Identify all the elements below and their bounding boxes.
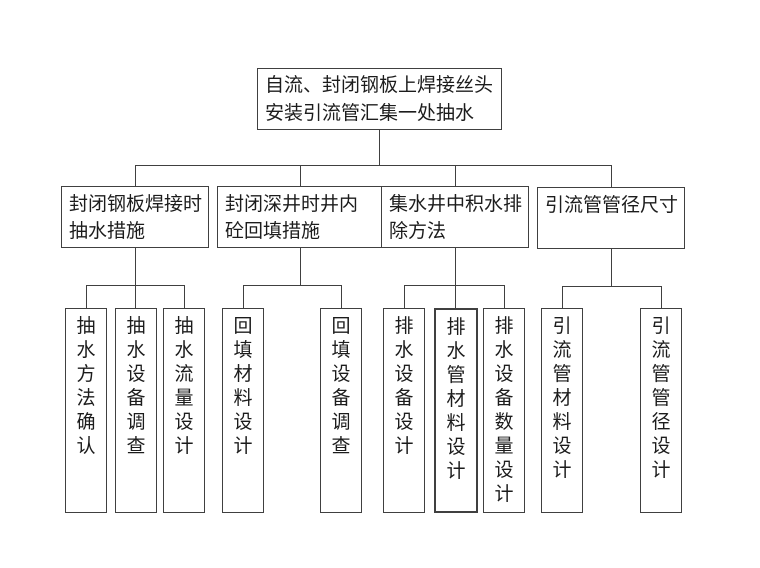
branch-node-line1: 封闭钢板焊接时	[69, 194, 203, 215]
leaf-node-pump-equipment: 抽水设备调查	[115, 308, 157, 513]
leaf-node-label: 引流管管径设计	[651, 316, 671, 481]
branch-node-line1: 引流管管径尺寸	[545, 195, 679, 216]
leaf-node-label: 回填设备调查	[331, 316, 351, 457]
branch-node-line2: 砼回填措施	[225, 221, 321, 242]
leaf-node-drain-equipment: 排水设备设计	[383, 308, 425, 513]
branch-node-drainage-method: 集水井中积水排 除方法	[381, 186, 529, 248]
leaf-node-pump-flow: 抽水流量设计	[163, 308, 205, 513]
leaf-node-backfill-equipment: 回填设备调查	[320, 308, 362, 513]
branch-node-pumping-measures: 封闭钢板焊接时 抽水措施	[61, 186, 209, 248]
leaf-node-diversion-material: 引流管材料设计	[541, 308, 583, 513]
branch-node-pipe-diameter: 引流管管径尺寸	[537, 187, 685, 249]
root-node-line2: 安装引流管汇集一处抽水	[265, 103, 475, 124]
leaf-node-label: 引流管材料设计	[552, 316, 572, 481]
branch-node-line2: 除方法	[389, 221, 447, 242]
branch-node-line2: 抽水措施	[69, 221, 146, 242]
leaf-node-backfill-material: 回填材料设计	[222, 308, 264, 513]
root-node: 自流、封闭钢板上焊接丝头 安装引流管汇集一处抽水	[257, 68, 502, 130]
leaf-node-label: 排水设备数量设计	[494, 316, 514, 505]
leaf-node-label: 排水管材料设计	[446, 317, 466, 482]
leaf-node-label: 排水设备设计	[394, 316, 414, 457]
branch-node-line1: 封闭深井时井内	[225, 194, 359, 215]
leaf-node-label: 抽水流量设计	[174, 316, 194, 457]
leaf-node-label: 抽水方法确认	[76, 316, 96, 457]
leaf-node-pump-method: 抽水方法确认	[65, 308, 107, 513]
leaf-node-drain-equipment-qty: 排水设备数量设计	[483, 308, 525, 513]
branch-node-line1: 集水井中积水排	[389, 194, 523, 215]
leaf-node-label: 抽水设备调查	[126, 316, 146, 457]
leaf-node-drain-pipe-material: 排水管材料设计	[434, 308, 478, 513]
branch-node-backfill-measures: 封闭深井时井内 砼回填措施	[217, 186, 383, 248]
leaf-node-diversion-diameter: 引流管管径设计	[640, 308, 682, 513]
leaf-node-label: 回填材料设计	[233, 316, 253, 457]
root-node-line1: 自流、封闭钢板上焊接丝头	[265, 75, 494, 96]
